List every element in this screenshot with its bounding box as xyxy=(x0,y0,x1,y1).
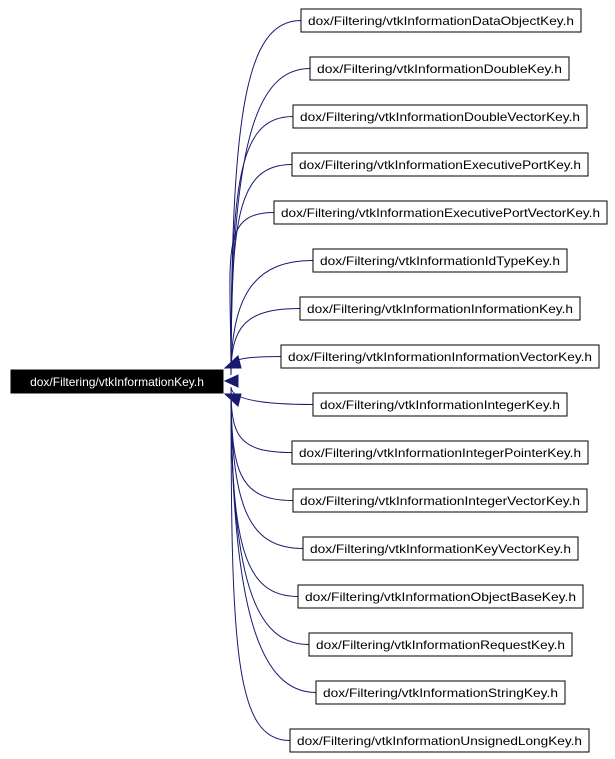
edge-double-vector-key xyxy=(230,116,294,376)
root-node-box xyxy=(10,369,224,394)
arrowhead-upper xyxy=(223,355,242,369)
edge-request-key xyxy=(230,386,310,645)
node-box xyxy=(297,584,584,609)
node-label: dox/Filtering/vtkInformationExecutivePor… xyxy=(299,158,581,172)
node-box xyxy=(292,488,588,513)
arrowhead-lower xyxy=(223,393,242,407)
node-box xyxy=(300,8,582,33)
node-object-base-key[interactable]: dox/Filtering/vtkInformationObjectBaseKe… xyxy=(297,584,584,609)
node-box xyxy=(315,680,566,705)
node-label: dox/Filtering/vtkInformationIntegerPoint… xyxy=(299,446,581,460)
node-executive-port-vector-key[interactable]: dox/Filtering/vtkInformationExecutivePor… xyxy=(273,200,608,225)
node-box xyxy=(292,104,588,129)
edge-information-key xyxy=(230,308,301,376)
node-label: dox/Filtering/vtkInformationStringKey.h xyxy=(323,686,558,700)
edge-string-key xyxy=(230,386,317,693)
edge-key-vector-key xyxy=(230,386,304,549)
node-label: dox/Filtering/vtkInformationIntegerVecto… xyxy=(300,494,580,508)
node-label: dox/Filtering/vtkInformationExecutivePor… xyxy=(281,206,600,220)
node-label: dox/Filtering/vtkInformationUnsignedLong… xyxy=(297,734,582,748)
node-box xyxy=(299,296,581,321)
node-label: dox/Filtering/vtkInformationDataObjectKe… xyxy=(308,14,574,28)
node-box xyxy=(309,56,570,81)
root-node-vtk-information-key[interactable]: dox/Filtering/vtkInformationKey.h xyxy=(10,369,224,394)
edge-executive-port-key xyxy=(230,164,293,376)
edge-executive-port-vector-key xyxy=(229,212,275,376)
node-label: dox/Filtering/vtkInformationDoubleKey.h xyxy=(317,62,562,76)
dependency-edges xyxy=(223,20,317,741)
dependent-header-nodes: dox/Filtering/vtkInformationDataObjectKe… xyxy=(273,8,608,753)
node-label: dox/Filtering/vtkInformationObjectBaseKe… xyxy=(305,590,576,604)
node-id-type-key[interactable]: dox/Filtering/vtkInformationIdTypeKey.h xyxy=(312,248,568,273)
node-box xyxy=(291,152,589,177)
edge-data-object-key xyxy=(230,20,302,376)
node-information-vector-key[interactable]: dox/Filtering/vtkInformationInformationV… xyxy=(280,344,600,369)
node-box xyxy=(280,344,600,369)
node-request-key[interactable]: dox/Filtering/vtkInformationRequestKey.h xyxy=(308,632,573,657)
node-double-vector-key[interactable]: dox/Filtering/vtkInformationDoubleVector… xyxy=(292,104,588,129)
node-label: dox/Filtering/vtkInformationIntegerKey.h xyxy=(320,398,560,412)
node-box xyxy=(308,632,573,657)
node-integer-pointer-key[interactable]: dox/Filtering/vtkInformationIntegerPoint… xyxy=(291,440,589,465)
node-double-key[interactable]: dox/Filtering/vtkInformationDoubleKey.h xyxy=(309,56,570,81)
node-label: dox/Filtering/vtkInformationInformationV… xyxy=(288,350,592,364)
node-label: dox/Filtering/vtkInformationRequestKey.h xyxy=(316,638,565,652)
node-label: dox/Filtering/vtkInformationInformationK… xyxy=(307,302,573,316)
node-box xyxy=(312,392,568,417)
edge-id-type-key xyxy=(230,260,314,376)
arrowhead-center xyxy=(223,374,239,388)
node-label: dox/Filtering/vtkInformationKeyVectorKey… xyxy=(310,542,571,556)
edge-integer-key xyxy=(230,386,314,405)
node-box xyxy=(312,248,568,273)
node-data-object-key[interactable]: dox/Filtering/vtkInformationDataObjectKe… xyxy=(300,8,582,33)
node-integer-key[interactable]: dox/Filtering/vtkInformationIntegerKey.h xyxy=(312,392,568,417)
node-information-key[interactable]: dox/Filtering/vtkInformationInformationK… xyxy=(299,296,581,321)
node-unsigned-long-key[interactable]: dox/Filtering/vtkInformationUnsignedLong… xyxy=(289,728,590,753)
node-box xyxy=(289,728,590,753)
node-box xyxy=(273,200,608,225)
node-integer-vector-key[interactable]: dox/Filtering/vtkInformationIntegerVecto… xyxy=(292,488,588,513)
node-string-key[interactable]: dox/Filtering/vtkInformationStringKey.h xyxy=(315,680,566,705)
edge-unsigned-long-key xyxy=(230,386,291,741)
node-label: dox/Filtering/vtkInformationDoubleVector… xyxy=(300,110,580,124)
node-box xyxy=(291,440,589,465)
root-node-label: dox/Filtering/vtkInformationKey.h xyxy=(30,375,204,389)
node-key-vector-key[interactable]: dox/Filtering/vtkInformationKeyVectorKey… xyxy=(302,536,579,561)
node-executive-port-key[interactable]: dox/Filtering/vtkInformationExecutivePor… xyxy=(291,152,589,177)
node-label: dox/Filtering/vtkInformationIdTypeKey.h xyxy=(320,254,560,268)
node-box xyxy=(302,536,579,561)
